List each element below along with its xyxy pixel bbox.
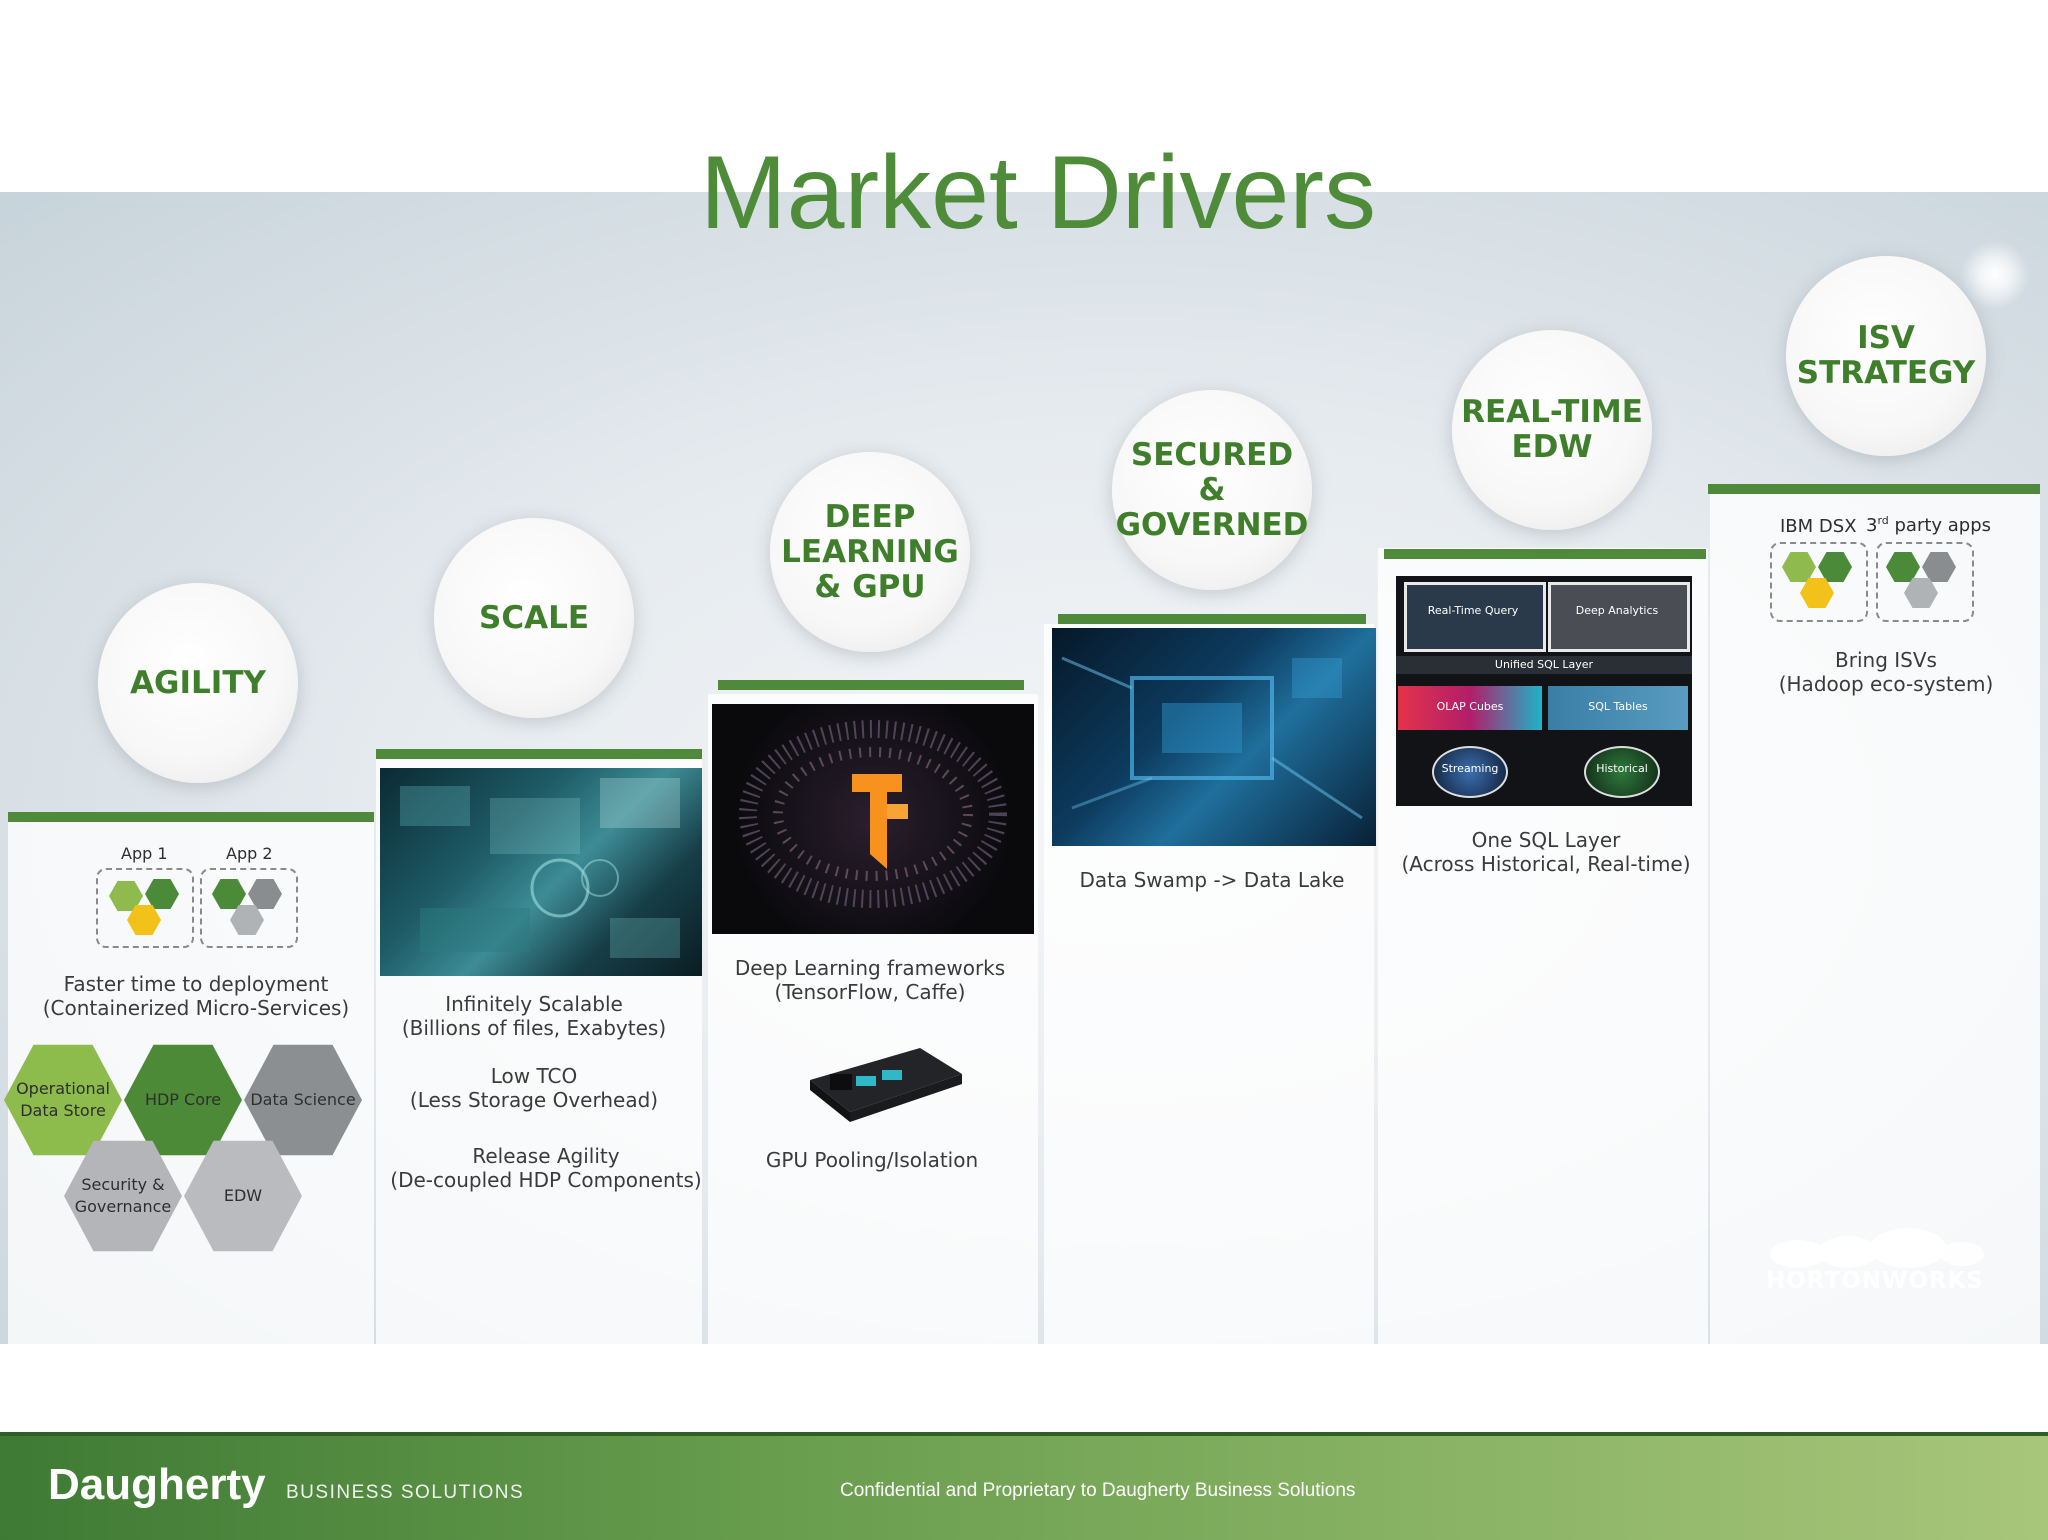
scale-heading: SCALE: [479, 599, 589, 636]
tensorflow-art: [739, 720, 1007, 908]
scale-item-release-agility: Release Agility (De-coupled HDP Componen…: [390, 1144, 702, 1192]
deep-analytics-panel: [1548, 582, 1690, 652]
app1-hex-green: [145, 879, 179, 909]
app2-hex-green: [212, 879, 246, 909]
abstract-data-screens-image: [380, 768, 702, 976]
confidential-notice: Confidential and Proprietary to Daughert…: [840, 1480, 1356, 1501]
olap-cubes-label: OLAP Cubes: [1436, 700, 1504, 713]
elephant-icon: [1770, 1228, 1984, 1268]
realtime-edw-circle: REAL-TIME EDW: [1452, 330, 1652, 530]
circuit-board-image: [1052, 628, 1376, 846]
isv-circle: ISV STRATEGY: [1786, 256, 1986, 456]
daugherty-logo-subtext: BUSINESS SOLUTIONS: [286, 1482, 525, 1503]
deep-learning-bar: [718, 680, 1024, 690]
gpu-board-image: [790, 1040, 970, 1126]
secured-heading: SECURED & GOVERNED: [1115, 436, 1309, 543]
historical-label: Historical: [1596, 762, 1648, 775]
deep-learning-caption: Deep Learning frameworks (TensorFlow, Ca…: [734, 956, 1006, 1004]
third-party-box: [1876, 542, 1974, 622]
unified-sql-diagram: Real-Time Query Deep Analytics Unified S…: [1396, 576, 1692, 806]
gpu-caption: GPU Pooling/Isolation: [765, 1148, 979, 1172]
tensorflow-logo-image: [712, 704, 1034, 934]
deep-analytics-label: Deep Analytics: [1575, 604, 1659, 617]
realtime-query-panel: [1404, 582, 1546, 652]
footer-bar: Daugherty BUSINESS SOLUTIONS Confidentia…: [0, 1432, 2048, 1540]
realtime-edw-heading: REAL-TIME EDW: [1461, 394, 1643, 465]
secured-caption: Data Swamp -> Data Lake: [1079, 868, 1345, 892]
agility-heading: AGILITY: [130, 664, 266, 701]
sql-tables-block: [1548, 686, 1688, 730]
app-1-container-box: [96, 868, 194, 948]
secured-circle: SECURED & GOVERNED: [1112, 390, 1312, 590]
ibm-dsx-box: [1770, 542, 1868, 622]
streaming-oval: [1432, 746, 1508, 798]
ibm-dsx-label: IBM DSX: [1780, 516, 1857, 537]
sparkle-decoration: [1960, 240, 2030, 310]
scale-item-low-tco: Low TCO (Less Storage Overhead): [409, 1064, 659, 1112]
olap-cubes-block: [1398, 686, 1542, 730]
agility-circle: AGILITY: [98, 583, 298, 783]
streaming-label: Streaming: [1441, 762, 1499, 775]
circuit-board-art: [1061, 656, 1363, 820]
agility-caption: Faster time to deployment (Containerized…: [42, 972, 350, 1020]
realtime-edw-bar: [1384, 549, 1706, 559]
third-party-apps-label: 3rd party apps: [1866, 514, 1992, 536]
realtime-query-label: Real-Time Query: [1427, 604, 1519, 617]
sql-tables-label: SQL Tables: [1588, 700, 1648, 713]
app-2-container-box: [200, 868, 298, 948]
deep-learning-heading: DEEP LEARNING & GPU: [781, 498, 959, 605]
gpu-board-art: [810, 1048, 962, 1122]
app1-hex-yellow: [127, 905, 161, 935]
realtime-edw-caption: One SQL Layer (Across Historical, Real-t…: [1401, 828, 1691, 876]
secured-bar: [1058, 614, 1366, 624]
scale-item-scalable: Infinitely Scalable (Billions of files, …: [401, 992, 667, 1040]
abstract-data-screens-art: [400, 778, 680, 958]
app-2-label: App 2: [226, 844, 273, 863]
hortonworks-logo: HORTONWORKS: [1762, 1224, 1988, 1298]
agility-bar: [8, 812, 374, 822]
unified-sql-layer-label: Unified SQL Layer: [1494, 658, 1594, 671]
isv-bar: [1708, 484, 2040, 494]
scale-bar: [376, 749, 702, 759]
scale-circle: SCALE: [434, 518, 634, 718]
third-party-superscript: rd: [1877, 514, 1889, 527]
isv-column: [1710, 484, 2040, 1344]
daugherty-logo-text: Daugherty: [48, 1460, 266, 1509]
hortonworks-wordmark: HORTONWORKS: [1766, 1268, 1984, 1294]
sql-layer-strip: [1396, 656, 1692, 674]
isv-caption: Bring ISVs (Hadoop eco-system): [1778, 648, 1994, 696]
isv-heading: ISV STRATEGY: [1796, 320, 1976, 391]
historical-oval: [1584, 746, 1660, 798]
slide-title: Market Drivers: [699, 135, 1377, 251]
app-1-label: App 1: [121, 844, 168, 863]
deep-learning-circle: DEEP LEARNING & GPU: [770, 452, 970, 652]
